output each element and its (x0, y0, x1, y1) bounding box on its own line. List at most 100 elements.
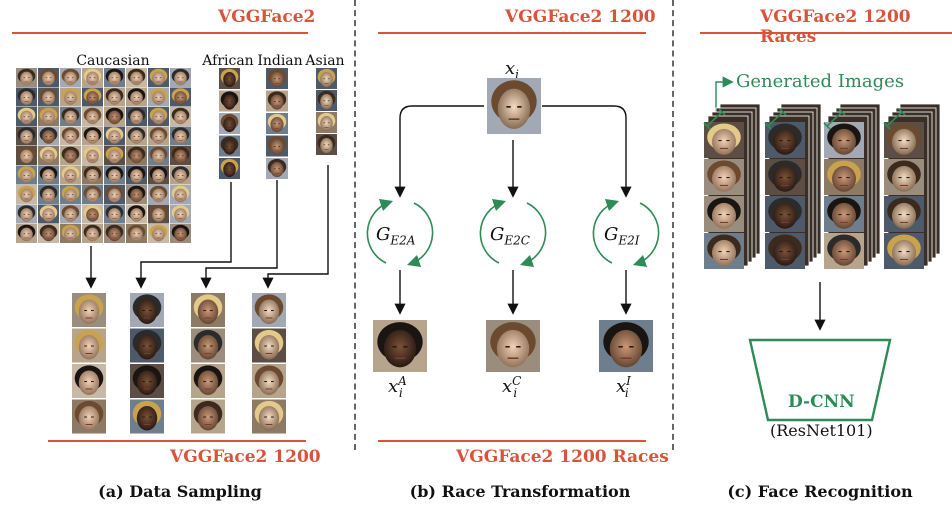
input-face (487, 78, 541, 134)
stack-depth-tick (703, 108, 726, 130)
face-thumbnail (252, 293, 286, 327)
gen-sub: E2I (618, 233, 640, 248)
face-thumbnail (16, 224, 37, 243)
face-thumbnail (170, 107, 191, 126)
face-thumbnail (38, 146, 59, 165)
panel-a-bottom-title: VGGFace2 1200 (170, 447, 321, 467)
face-thumbnail (60, 107, 81, 126)
face-thumbnail (72, 399, 106, 434)
face-thumbnail (16, 204, 37, 224)
generator-label-e2a: GE2A (376, 224, 415, 248)
cycle-arrow (366, 198, 394, 264)
face-thumbnail (130, 399, 164, 434)
face-thumbnail (884, 233, 924, 269)
face-thumbnail (704, 233, 744, 269)
face-thumbnail (16, 185, 37, 204)
face-thumbnail (38, 185, 59, 204)
stack-depth-marker (706, 111, 723, 127)
output-label-i: xIi (616, 374, 631, 400)
face-thumbnail (60, 185, 81, 204)
stack-depth-marker (826, 111, 843, 127)
face-thumbnail (82, 107, 103, 126)
face-thumbnail (38, 107, 59, 126)
out-sub: i (398, 385, 403, 400)
stack-depth-tick (883, 108, 906, 130)
face-thumbnail (148, 146, 169, 165)
generated-images-label: Generated Images (736, 71, 905, 92)
face-thumbnail (16, 87, 37, 107)
face-thumbnail (72, 293, 106, 327)
input-label: xi (505, 58, 519, 82)
face-thumbnail (148, 126, 169, 146)
generated-image-stacks (703, 103, 941, 269)
gen-base: G (376, 224, 391, 245)
divider-left (354, 0, 356, 450)
face-thumbnail (126, 126, 147, 146)
face-thumbnail (60, 204, 81, 224)
face-thumbnail (765, 196, 805, 232)
face-thumbnail (219, 68, 240, 89)
face-thumbnail (104, 146, 125, 165)
face-thumbnail (170, 204, 191, 224)
dcnn-trapezoid (748, 338, 892, 422)
caption-a: (a) Data Sampling (98, 482, 262, 501)
face-thumbnail (884, 122, 924, 158)
generator-label-e2c: GE2C (490, 224, 530, 248)
face-thumbnail (316, 112, 337, 133)
face-thumbnail (82, 87, 103, 107)
face-thumbnail (60, 146, 81, 165)
face-thumbnail (219, 135, 240, 157)
face-thumbnail (170, 146, 191, 165)
face-thumbnail (72, 364, 106, 398)
face-thumbnail (191, 293, 225, 327)
face-thumbnail (60, 87, 81, 107)
gen-base: G (490, 224, 505, 245)
face-thumbnail (148, 107, 169, 126)
out-base: x (502, 376, 513, 397)
face-thumbnail (82, 126, 103, 146)
face-thumbnail (170, 126, 191, 146)
face-thumbnail (765, 159, 805, 195)
face-thumbnail (824, 159, 864, 195)
face-thumbnail (170, 185, 191, 204)
face-thumbnail (824, 196, 864, 232)
face-thumbnail (82, 224, 103, 243)
stack-depth-marker (886, 111, 903, 127)
gen-sub: E2C (504, 233, 530, 248)
face-thumbnail (884, 159, 924, 195)
face-thumbnail (191, 328, 225, 363)
face-thumbnail (104, 87, 125, 107)
face-thumbnail (486, 320, 540, 372)
panel-a-top-title: VGGFace2 (218, 7, 316, 27)
face-thumbnail (191, 364, 225, 398)
face-thumbnail (126, 68, 147, 87)
face-thumbnail (219, 113, 240, 134)
face-thumbnail (38, 165, 59, 185)
face-thumbnail (148, 224, 169, 243)
face-thumbnail (266, 158, 288, 179)
face-thumbnail (126, 146, 147, 165)
asian-face-column (316, 68, 337, 155)
branch-arrows (394, 105, 632, 315)
face-thumbnail (266, 135, 288, 157)
cycle-arrow (479, 198, 507, 264)
face-thumbnail (16, 107, 37, 126)
panel-b-bottom-rule (378, 440, 646, 442)
caption-c: (c) Face Recognition (727, 482, 913, 501)
face-thumbnail (82, 146, 103, 165)
stack-depth-marker (767, 111, 784, 127)
face-thumbnail (266, 68, 288, 89)
face-thumbnail (104, 68, 125, 87)
generator-cycles (366, 198, 660, 268)
stack-depth-tick (764, 108, 787, 130)
face-thumbnail (130, 293, 164, 327)
out-base: x (388, 376, 399, 397)
output-label-c: xCi (502, 374, 521, 400)
generator-label-e2i: GE2I (604, 224, 640, 248)
indian-face-column (266, 68, 288, 179)
panel-b-bottom-title: VGGFace2 1200 Races (456, 447, 669, 467)
face-thumbnail (82, 204, 103, 224)
cycle-arrow (519, 202, 547, 268)
group-label-asian: Asian (305, 53, 345, 69)
